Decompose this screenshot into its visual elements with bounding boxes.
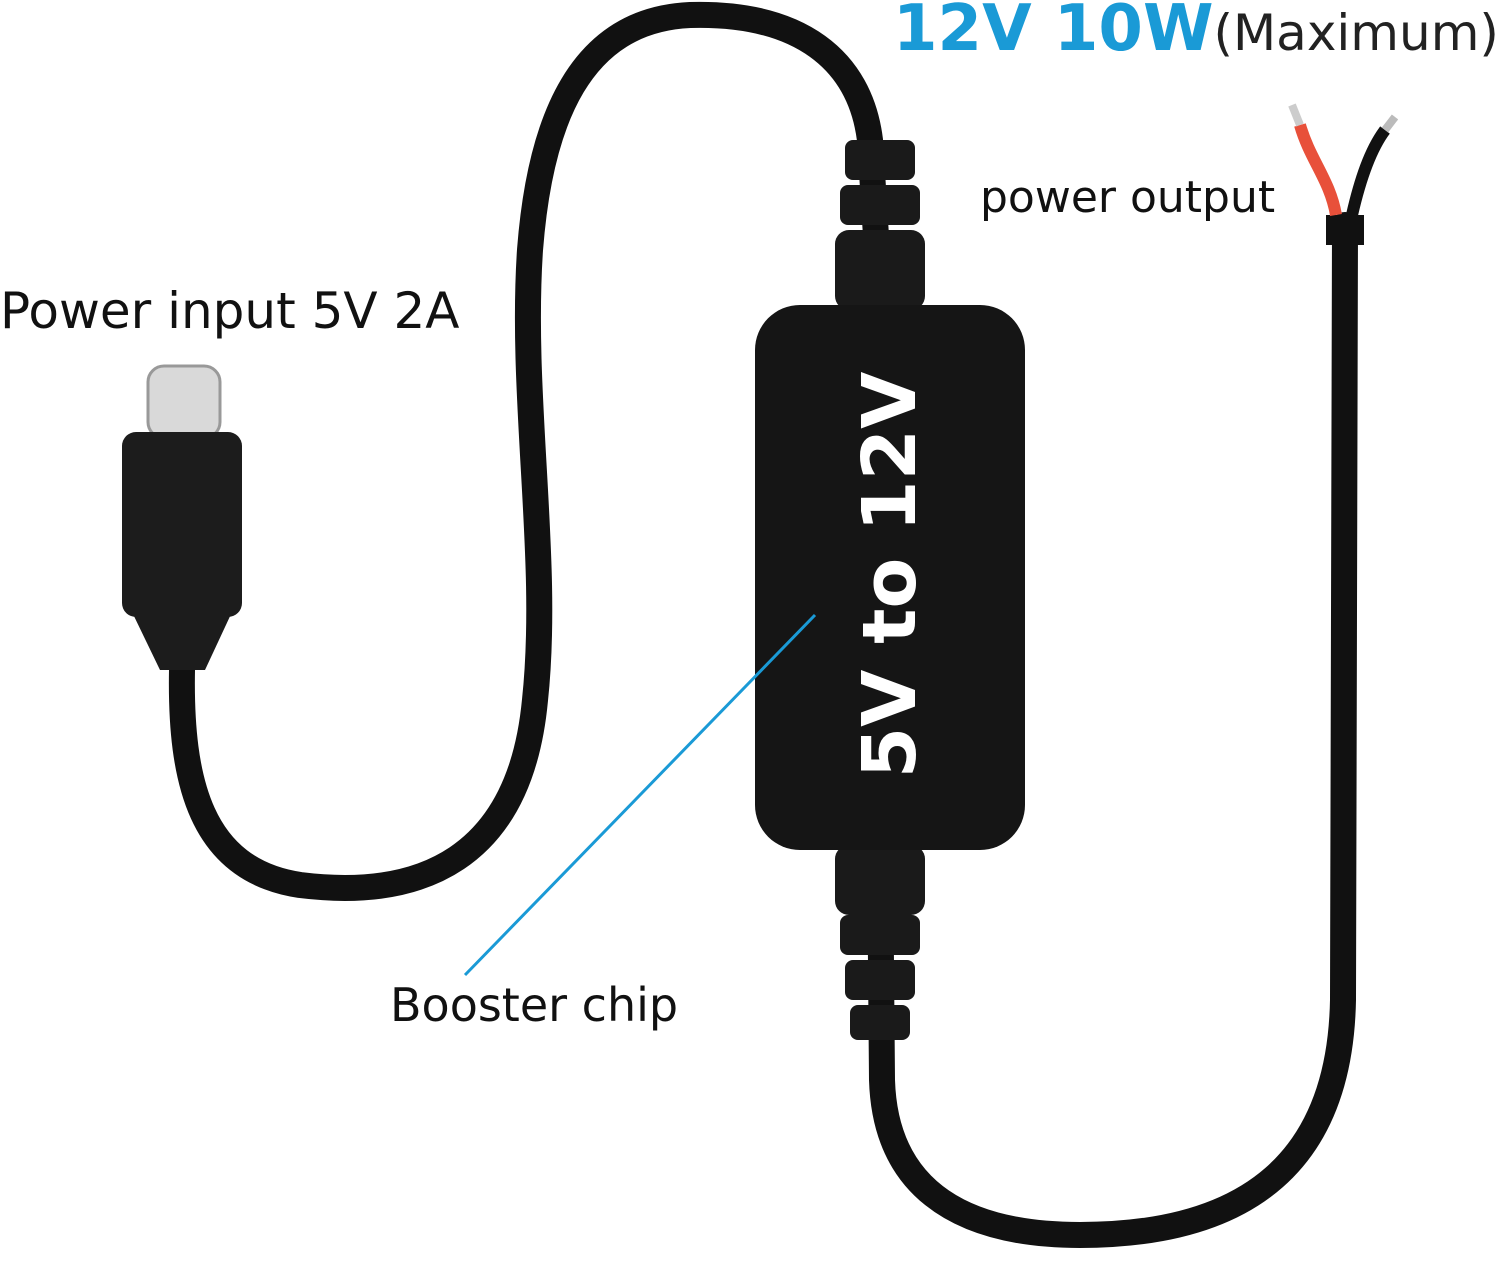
booster-chip-label: Booster chip (390, 978, 679, 1032)
black-wire (1346, 126, 1390, 217)
output-cable (867, 212, 1358, 1249)
usb-c-housing (122, 432, 242, 617)
module-label: 5V to 12V (847, 371, 933, 779)
power-input-label: Power input 5V 2A (0, 282, 460, 340)
input-cable (168, 1, 893, 901)
booster-chip-pointer (463, 613, 817, 977)
power-output-label: power output (980, 172, 1276, 223)
strain-relief-bottom (835, 845, 925, 1040)
rating-note: (Maximum) (1213, 4, 1499, 62)
rating-value: 12V 10W (893, 0, 1214, 66)
red-wire (1294, 123, 1342, 217)
usb-c-tip (146, 364, 222, 440)
strain-relief-top (835, 140, 925, 310)
usb-plug-neck (132, 612, 232, 670)
rating-title: 12V 10W(Maximum) (893, 0, 1499, 66)
cable-sheath-end (1326, 215, 1364, 245)
booster-module (755, 305, 1025, 850)
